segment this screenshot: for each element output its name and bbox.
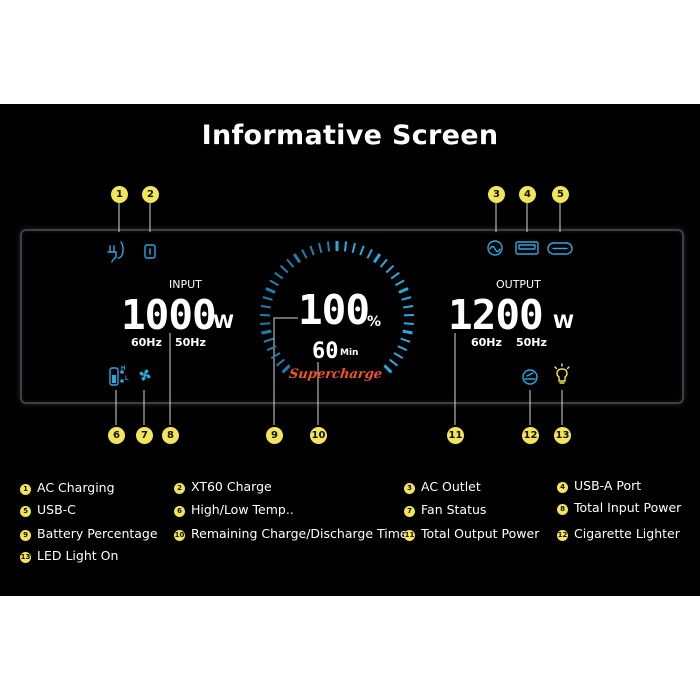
- battery-temp-icon: [109, 367, 124, 386]
- callout-8: 8: [162, 427, 179, 444]
- input-power-value: 1000: [121, 291, 217, 339]
- gauge-tick: [260, 322, 271, 325]
- output-power-unit: W: [553, 311, 574, 333]
- input-freq-60: 60Hz: [131, 336, 162, 349]
- gauge-tick: [270, 352, 281, 360]
- gauge-tick: [388, 358, 399, 367]
- page-title: Informative Screen: [201, 120, 499, 151]
- gauge-tick: [372, 253, 382, 264]
- gauge-tick: [262, 296, 273, 301]
- gauge-tick: [403, 322, 414, 325]
- callout-4: 4: [519, 186, 536, 203]
- gauge-tick: [269, 279, 279, 287]
- callout-13: 13: [554, 427, 571, 444]
- output-power-value: 1200: [448, 291, 544, 339]
- gauge-tick: [398, 287, 409, 294]
- output-label: OUTPUT: [496, 278, 541, 291]
- gauge-tick: [263, 337, 274, 343]
- ac-charging-icon: [107, 241, 124, 263]
- supercharge-indicator: Supercharge: [287, 367, 384, 382]
- leader-lines: [115, 203, 563, 425]
- output-freq-60: 60Hz: [471, 336, 502, 349]
- remaining-time: 60: [312, 339, 339, 364]
- ac-outlet-icon: [487, 240, 503, 256]
- gauge-tick: [275, 358, 286, 367]
- battery-percentage: 100: [298, 286, 370, 334]
- fan-icon: [139, 369, 151, 381]
- gauge-tick: [318, 242, 323, 254]
- callout-7: 7: [136, 427, 153, 444]
- gauge-tick: [385, 264, 395, 274]
- car-lighter-icon: [522, 369, 538, 385]
- gauge-tick: [401, 296, 412, 301]
- gauge-tick: [274, 271, 284, 280]
- gauge-tick: [286, 258, 295, 268]
- callout-2: 2: [142, 186, 159, 203]
- gauge-tick: [379, 258, 388, 268]
- input-freq-50: 50Hz: [175, 336, 206, 349]
- callout-1: 1: [111, 186, 128, 203]
- callout-11: 11: [447, 427, 464, 444]
- gauge-tick: [351, 242, 356, 254]
- gauge-tick: [397, 345, 408, 352]
- gauge-tick: [266, 345, 277, 352]
- callout-9: 9: [266, 427, 283, 444]
- gauge-tick: [309, 245, 315, 256]
- gauge-tick: [359, 245, 365, 256]
- gauge-tick: [393, 352, 404, 360]
- gauge-tick: [281, 364, 291, 374]
- usb-c-icon: [547, 242, 573, 255]
- gauge-tick: [403, 305, 414, 309]
- gauge-tick: [395, 279, 405, 287]
- usb-a-icon: [515, 241, 539, 255]
- leader-line-9: [273, 317, 298, 425]
- gauge-tick: [261, 329, 272, 335]
- output-freq-50: 50Hz: [516, 336, 547, 349]
- temp-low-label: L: [125, 376, 129, 382]
- callout-12: 12: [522, 427, 539, 444]
- gauge-tick: [301, 248, 308, 259]
- remaining-time-unit: Min: [340, 348, 359, 358]
- input-power-unit: W: [213, 311, 234, 333]
- gauge-tick: [292, 253, 302, 264]
- callout-10: 10: [310, 427, 327, 444]
- gauge-tick: [279, 264, 289, 274]
- gauge-tick: [343, 241, 348, 252]
- gauge-tick: [400, 337, 411, 343]
- gauge-tick: [383, 364, 393, 374]
- lcd-screen-frame: [20, 229, 684, 404]
- temp-high-label: H: [121, 366, 126, 372]
- gauge-tick: [402, 329, 413, 335]
- gauge-tick: [260, 305, 271, 309]
- battery-gauge-ring: [260, 241, 414, 374]
- gauge-tick: [390, 271, 400, 280]
- input-label: INPUT: [169, 278, 202, 291]
- callout-3: 3: [488, 186, 505, 203]
- xt60-icon: [144, 244, 156, 259]
- gauge-tick: [326, 241, 331, 252]
- led-light-icon: [554, 363, 570, 384]
- gauge-tick: [265, 287, 276, 294]
- callout-5: 5: [552, 186, 569, 203]
- callout-6: 6: [108, 427, 125, 444]
- battery-percent-unit: %: [367, 314, 382, 330]
- gauge-tick: [366, 248, 373, 259]
